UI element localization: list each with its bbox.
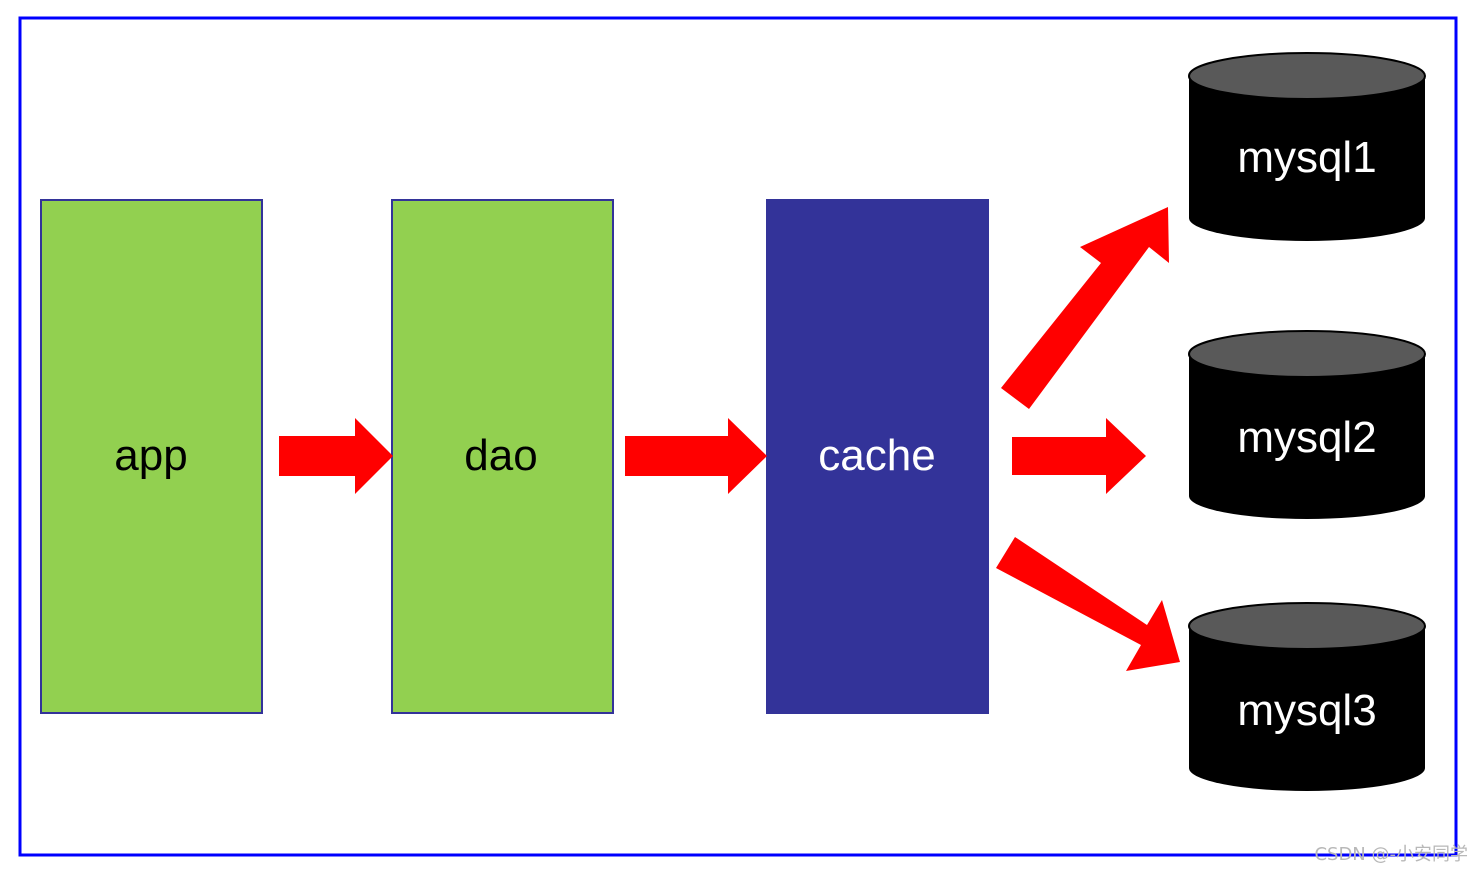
mysql1-node: mysql1 [1189, 53, 1425, 241]
watermark-text: CSDN @-小安同学 [1314, 840, 1468, 866]
dao-node: dao [392, 200, 613, 713]
mysql2-label: mysql2 [1237, 413, 1376, 462]
mysql1-cylinder-top [1189, 53, 1425, 99]
app-node: app [41, 200, 262, 713]
mysql3-label: mysql3 [1237, 686, 1376, 735]
cache-node: cache [767, 200, 988, 713]
app-label: app [114, 431, 187, 480]
mysql1-label: mysql1 [1237, 133, 1376, 182]
mysql3-cylinder-top [1189, 603, 1425, 649]
dao-label: dao [464, 431, 537, 480]
cache-label: cache [818, 431, 935, 480]
mysql3-node: mysql3 [1189, 603, 1425, 791]
mysql2-cylinder-top [1189, 331, 1425, 377]
mysql2-node: mysql2 [1189, 331, 1425, 519]
